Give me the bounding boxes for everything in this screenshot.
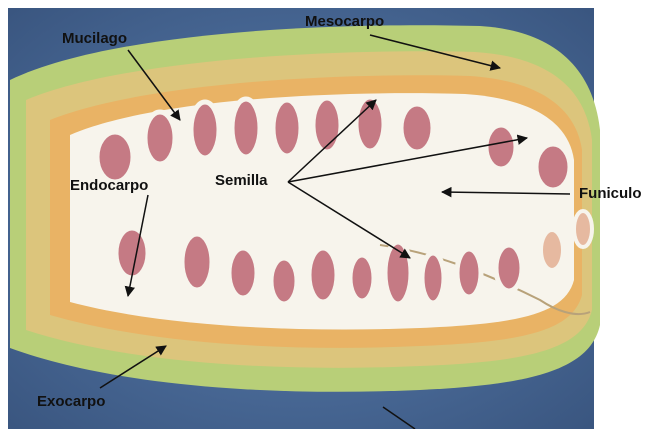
label-funiculo: Funiculo: [579, 186, 642, 201]
seed: [229, 248, 257, 298]
seed: [191, 102, 219, 158]
seed: [496, 245, 522, 291]
seed: [232, 99, 260, 157]
label-endocarpo: Endocarpo: [70, 178, 148, 193]
seed: [401, 104, 433, 152]
seed: [182, 234, 212, 290]
seed: [271, 258, 297, 304]
seed: [486, 125, 516, 169]
seed: [309, 248, 337, 302]
seed: [536, 144, 570, 190]
seed: [273, 100, 301, 156]
seed: [145, 112, 175, 164]
seed: [350, 255, 374, 301]
seed: [422, 253, 444, 303]
seed: [116, 228, 148, 278]
seed: [457, 249, 481, 297]
seed: [313, 98, 341, 152]
seed: [541, 230, 563, 270]
seed: [97, 132, 133, 182]
label-mucilago: Mucilago: [62, 31, 127, 46]
label-exocarpo: Exocarpo: [37, 394, 105, 409]
seed: [574, 211, 592, 247]
label-semilla: Semilla: [215, 173, 268, 188]
label-mesocarpo: Mesocarpo: [305, 14, 384, 29]
